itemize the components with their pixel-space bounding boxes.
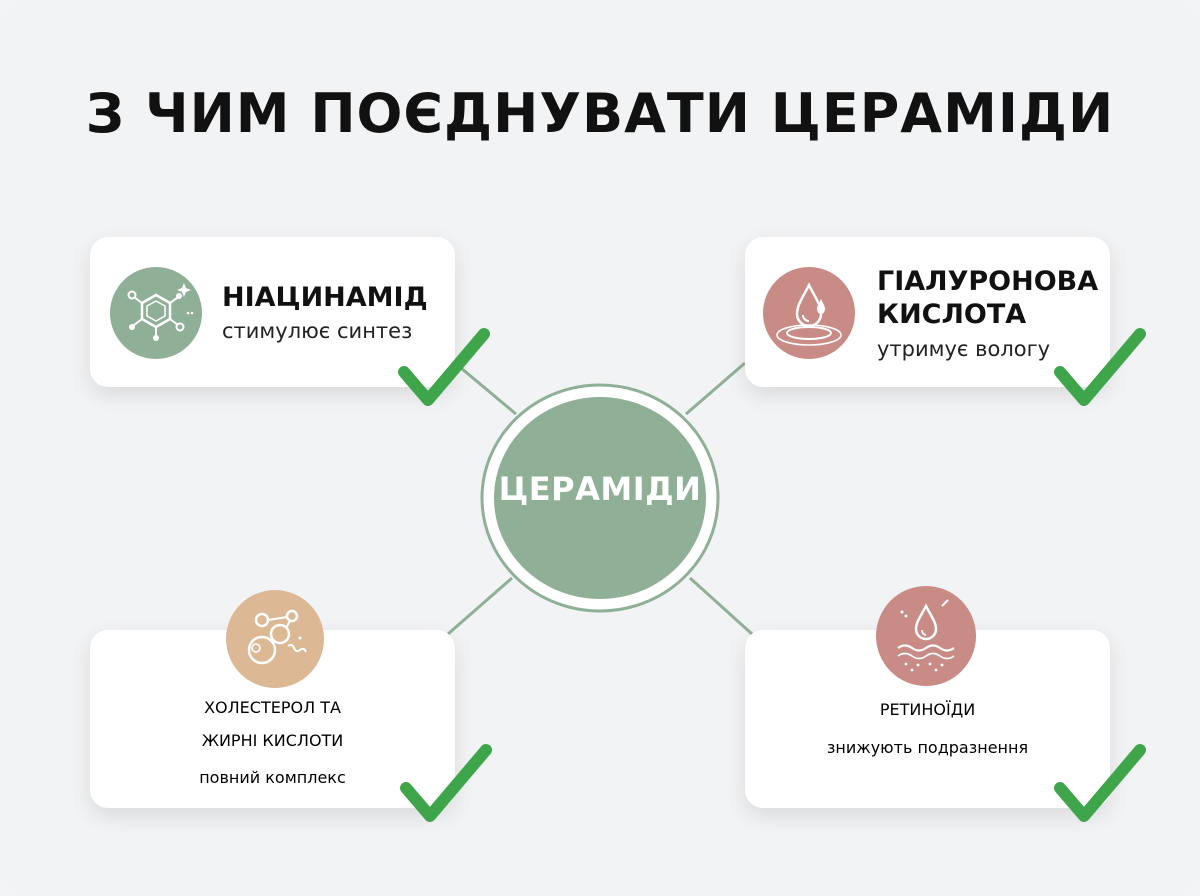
item-name: РЕТИНОЇДИ [879, 700, 976, 719]
molecule-icon [110, 267, 202, 359]
item-desc: знижують подразнення [826, 738, 1029, 757]
checkmark-icon-top-left [398, 328, 490, 406]
connector-top-right [685, 361, 746, 416]
card-br-text: РЕТИНОЇДИ знижують подразнення [745, 630, 1110, 808]
connector-bottom-right [688, 576, 754, 636]
card-bl-text: ХОЛЕСТЕРОЛ ТА ЖИРНІ КИСЛОТИ повний компл… [90, 630, 455, 808]
card-niacinamide: НІАЦИНАМІД стимулює синтез [90, 237, 455, 387]
item-name-line1: ХОЛЕСТЕРОЛ ТА [204, 698, 341, 717]
item-name: НІАЦИНАМІД [222, 282, 428, 313]
item-name-line1: ГІАЛУРОНОВА [877, 266, 1099, 297]
center-label: ЦЕРАМІДИ [498, 470, 702, 508]
water-drop-icon [763, 267, 855, 359]
checkmark-icon-bottom-right [1054, 744, 1146, 822]
connector-bottom-left [447, 576, 513, 636]
center-node [480, 383, 720, 613]
item-name-line2: ЖИРНІ КИСЛОТИ [201, 731, 344, 750]
item-name-line2: КИСЛОТА [877, 299, 1027, 330]
page-title: З ЧИМ ПОЄДНУВАТИ ЦЕРАМІДИ [85, 82, 1115, 145]
bubbles-icon [226, 590, 324, 688]
item-desc: стимулює синтез [222, 319, 413, 343]
checkmark-icon-bottom-left [400, 744, 492, 822]
connector-top-left [454, 361, 517, 416]
checkmark-icon-top-right [1054, 328, 1146, 406]
skin-layer-icon [876, 586, 976, 686]
item-desc: утримує вологу [877, 337, 1051, 361]
card-hyaluronic-acid: ГІАЛУРОНОВА КИСЛОТА утримує вологу [745, 237, 1110, 387]
item-desc: повний комплекс [199, 768, 346, 787]
